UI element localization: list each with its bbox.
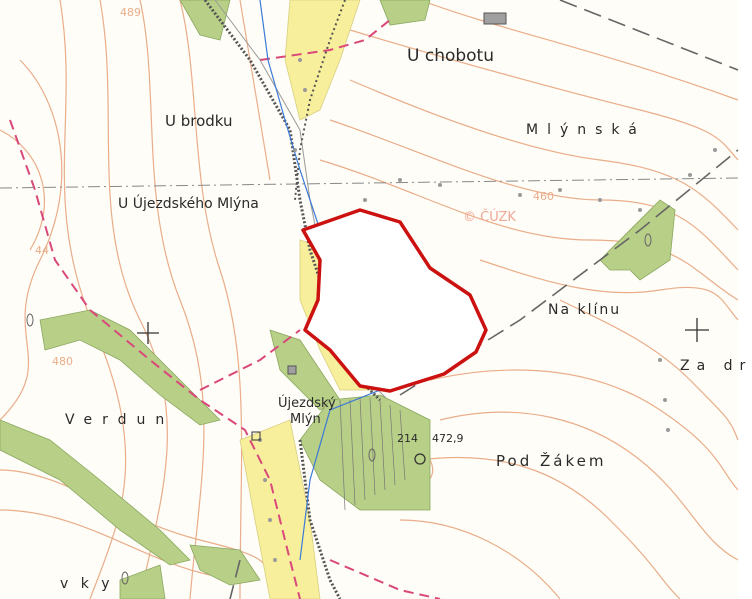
label-contour-460: 460: [533, 190, 554, 203]
label-verdun: Verdun: [65, 412, 175, 428]
label-mlynska: Mlýnská: [526, 122, 646, 138]
label-pod-zakem: Pod Žákem: [496, 452, 607, 470]
label-u-ujezdskeho-mlyna: U Újezdského Mlýna: [118, 196, 259, 212]
deciduous-tree-icon: [26, 233, 652, 585]
label-za-dr: Za dr: [680, 358, 752, 374]
label-mlyn: Mlýn: [290, 412, 321, 427]
label-u-brodku: U brodku: [165, 112, 233, 130]
label-contour-44: 44: [35, 244, 49, 257]
label-spot-height: 472,9: [432, 432, 464, 445]
trig-point-icon: [251, 431, 426, 465]
building-icon: [483, 12, 507, 25]
label-spot-id: 214: [397, 432, 418, 445]
label-contour-480: 480: [52, 355, 73, 368]
label-vky: v k y: [60, 576, 114, 592]
boundary-lines: [9, 19, 441, 599]
road-lines: [229, 0, 739, 599]
label-cuzk-copyright: © ČÚZK: [463, 210, 516, 225]
hachure-lines: [339, 397, 406, 511]
admin-boundary: [0, 177, 739, 189]
label-ujezdsky: Újezdský: [278, 396, 336, 411]
highlighted-area: [301, 208, 488, 393]
label-u-chobotu: U chobotu: [407, 46, 495, 66]
label-na-klinu: Na klínu: [548, 302, 622, 318]
cross-marker-icon: [137, 318, 709, 344]
forest-areas: [0, 0, 676, 599]
label-contour-489: 489: [120, 6, 141, 19]
